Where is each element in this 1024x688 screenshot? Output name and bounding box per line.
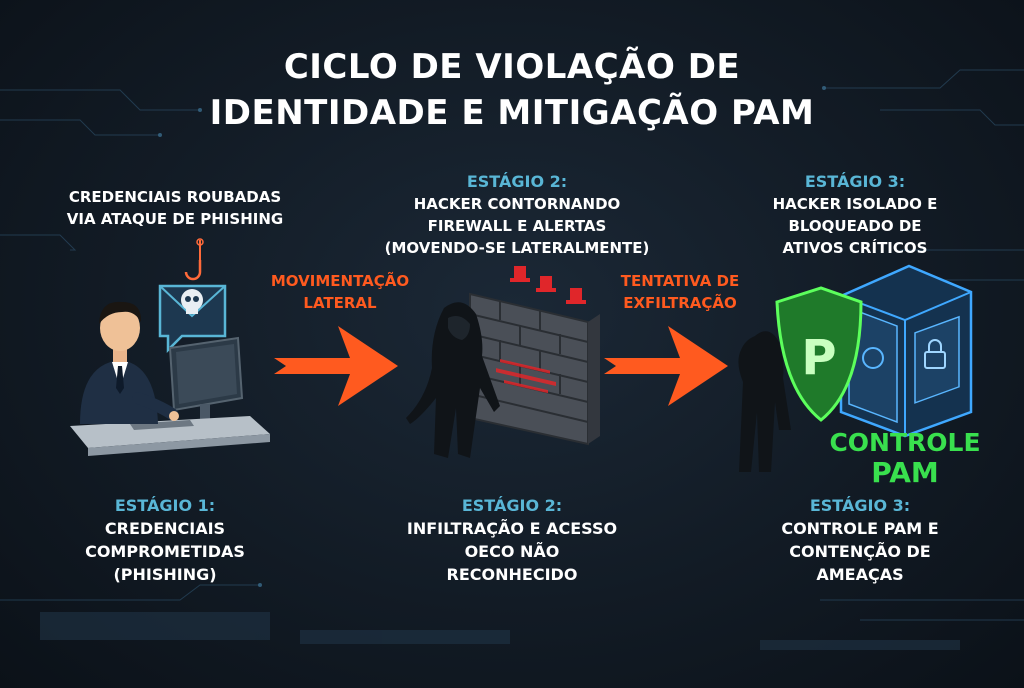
stage2-top-line-3: (MOVENDO-SE LATERALMENTE): [384, 239, 650, 257]
exfiltration-arrow: [604, 326, 728, 406]
stage1-bottom-line-1: CREDENCIAIS: [104, 519, 226, 538]
stage3-top-line-3: ATIVOS CRÍTICOS: [782, 239, 928, 257]
arrow1-label: MOVIMENTAÇÃO LATERAL: [250, 270, 430, 314]
stage1-bottom-label: ESTÁGIO 1:: [114, 496, 216, 515]
arrow1-label-line-1: MOVIMENTAÇÃO: [270, 272, 410, 290]
stage3-top-line-2: BLOQUEADO DE: [788, 217, 922, 235]
lateral-movement-arrow: [274, 326, 398, 406]
stage3-bottom-line-2: CONTENÇÃO DE: [789, 542, 931, 561]
computer-monitor: [168, 336, 244, 428]
lock-icon: [924, 339, 946, 369]
stage1-top-caption: CREDENCIAIS ROUBADAS VIA ATAQUE DE PHISH…: [30, 186, 320, 230]
user-at-computer: [80, 301, 179, 424]
pam-label-line-1: CONTROLE: [829, 428, 981, 457]
stage1-bottom-line-2: COMPROMETIDAS: [85, 542, 245, 561]
fish-hook-icon: [184, 238, 204, 281]
secure-vault-icon: [839, 264, 973, 438]
pam-label-line-2: PAM: [871, 456, 939, 489]
brick-firewall: [469, 292, 600, 446]
stage3-top-caption: ESTÁGIO 3: HACKER ISOLADO E BLOQUEADO DE…: [730, 171, 980, 259]
title-line-1: CICLO DE VIOLAÇÃO DE: [283, 47, 741, 87]
title-line-2: IDENTIDADE E MITIGAÇÃO PAM: [209, 93, 815, 133]
stage3-bottom-line-1: CONTROLE PAM E: [781, 519, 939, 538]
stage3-top-line-1: HACKER ISOLADO E: [772, 195, 938, 213]
stage1-top-line-2: VIA ATAQUE DE PHISHING: [66, 210, 284, 228]
stage3-bottom-line-3: AMEAÇAS: [816, 565, 904, 584]
skull-icon: [181, 289, 203, 314]
stage1-top-line-1: CREDENCIAIS ROUBADAS: [68, 188, 282, 206]
stage1-illustration: [70, 238, 270, 456]
stage2-bottom: ESTÁGIO 2: INFILTRAÇÃO E ACESSO OECO NÃO…: [362, 495, 662, 586]
arrow2-label: TENTATIVA DE EXFILTRAÇÃO: [595, 270, 765, 314]
stage2-bottom-line-1: INFILTRAÇÃO E ACESSO: [406, 519, 618, 538]
arrow2-label-line-2: EXFILTRAÇÃO: [623, 294, 737, 312]
stage1-bottom-line-3: (PHISHING): [113, 565, 217, 584]
phishing-email-icon: [158, 284, 227, 354]
stage2-bottom-line-3: RECONHECIDO: [446, 565, 578, 584]
arrow1-label-line-2: LATERAL: [303, 294, 377, 312]
hooded-hacker: [406, 302, 500, 458]
stage3-bottom-label: ESTÁGIO 3:: [809, 496, 911, 515]
stage2-bottom-line-2: OECO NÃO: [464, 542, 560, 561]
pam-control-label: CONTROLE PAM: [820, 428, 990, 488]
stage2-top-line-1: HACKER CONTORNANDO: [413, 195, 621, 213]
shield-p-icon: P: [775, 286, 863, 422]
stage2-top-label: ESTÁGIO 2:: [466, 172, 568, 191]
stage3-top-label: ESTÁGIO 3:: [804, 172, 906, 191]
stage2-bottom-label: ESTÁGIO 2:: [461, 496, 563, 515]
page-title: CICLO DE VIOLAÇÃO DE IDENTIDADE E MITIGA…: [0, 44, 1024, 136]
stage2-illustration: [406, 266, 600, 458]
blocked-hacker: [738, 331, 791, 472]
stage3-bottom: ESTÁGIO 3: CONTROLE PAM E CONTENÇÃO DE A…: [740, 495, 980, 586]
shield-letter: P: [801, 330, 836, 386]
stage3-illustration: P: [738, 264, 973, 472]
stage2-top-caption: ESTÁGIO 2: HACKER CONTORNANDO FIREWALL E…: [352, 171, 682, 259]
arrow2-label-line-1: TENTATIVA DE: [620, 272, 740, 290]
stage1-bottom: ESTÁGIO 1: CREDENCIAIS COMPROMETIDAS (PH…: [40, 495, 290, 586]
stage2-top-line-2: FIREWALL E ALERTAS: [427, 217, 607, 235]
keyboard: [130, 420, 194, 430]
alarm-icon: [510, 266, 586, 304]
